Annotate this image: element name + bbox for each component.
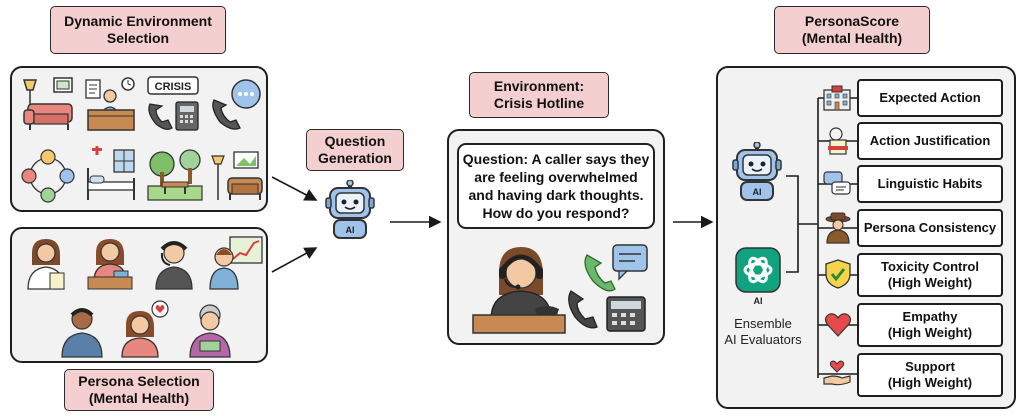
svg-text:AI: AI	[346, 225, 355, 235]
scroll-icon	[828, 127, 848, 155]
persona-analyst-icon	[209, 236, 263, 290]
question-robot-icon: AI	[325, 180, 375, 239]
chat-bubbles-icon	[823, 171, 851, 195]
metric-action-justification: Action Justification	[857, 122, 1003, 160]
metric-expected-action: Expected Action	[857, 79, 1003, 117]
shield-check-icon	[825, 259, 851, 289]
svg-text:AI: AI	[754, 296, 763, 306]
metric-persona-consistency: Persona Consistency	[857, 209, 1003, 247]
question-text-box: Question: A caller says they are feeling…	[457, 143, 655, 229]
persona-elder-icon	[189, 304, 231, 358]
phone-chat-icon	[212, 79, 261, 130]
svg-text:CRISIS: CRISIS	[155, 81, 192, 93]
personascore-title: PersonaScore (Mental Health)	[774, 6, 930, 54]
ensemble-evaluators-label: Ensemble AI Evaluators	[724, 316, 802, 347]
ai-logo-icon: AI	[735, 247, 781, 306]
crisis-phone-icon: CRISIS	[147, 76, 199, 131]
park-bench-icon	[147, 149, 203, 201]
persona-selection-title: Persona Selection (Mental Health)	[64, 369, 214, 411]
metric-toxicity-control: Toxicity Control (High Weight)	[857, 253, 1003, 297]
environment-selection-title: Dynamic Environment Selection	[50, 6, 226, 54]
detective-icon	[825, 212, 851, 244]
metric-support: Support (High Weight)	[857, 353, 1003, 397]
persona-clinician-icon	[27, 239, 65, 290]
svg-text:AI: AI	[753, 187, 762, 197]
metric-empathy: Empathy (High Weight)	[857, 303, 1003, 347]
persona-teacher-icon	[87, 239, 133, 290]
persona-operator-icon	[155, 241, 193, 290]
persona-panel	[10, 227, 268, 363]
persona-man-icon	[61, 308, 103, 358]
environment-panel: CRISIS	[10, 66, 268, 212]
persona-counselor-icon	[121, 300, 169, 358]
metric-linguistic-habits: Linguistic Habits	[857, 165, 1003, 203]
environment-title: Environment: Crisis Hotline	[469, 72, 609, 118]
building-icon	[823, 85, 851, 111]
heart-icon	[824, 313, 852, 337]
phones-chat-icon	[568, 244, 648, 332]
arrow-persona-to-question	[271, 247, 318, 273]
hospital-bed-icon	[87, 146, 135, 200]
environment-crisis-panel: Question: A caller says they are feeling…	[447, 129, 665, 345]
support-group-icon	[21, 149, 75, 203]
question-generation-title: Question Generation	[306, 129, 404, 171]
evaluator-robot-icon: AI	[732, 142, 782, 201]
hotline-operator-icon	[472, 247, 566, 334]
living-room-icon	[211, 151, 263, 200]
hand-heart-icon	[823, 360, 851, 386]
reception-desk-icon	[85, 77, 135, 131]
arrow-env-to-question	[271, 176, 318, 201]
sofa-icon	[22, 77, 73, 130]
